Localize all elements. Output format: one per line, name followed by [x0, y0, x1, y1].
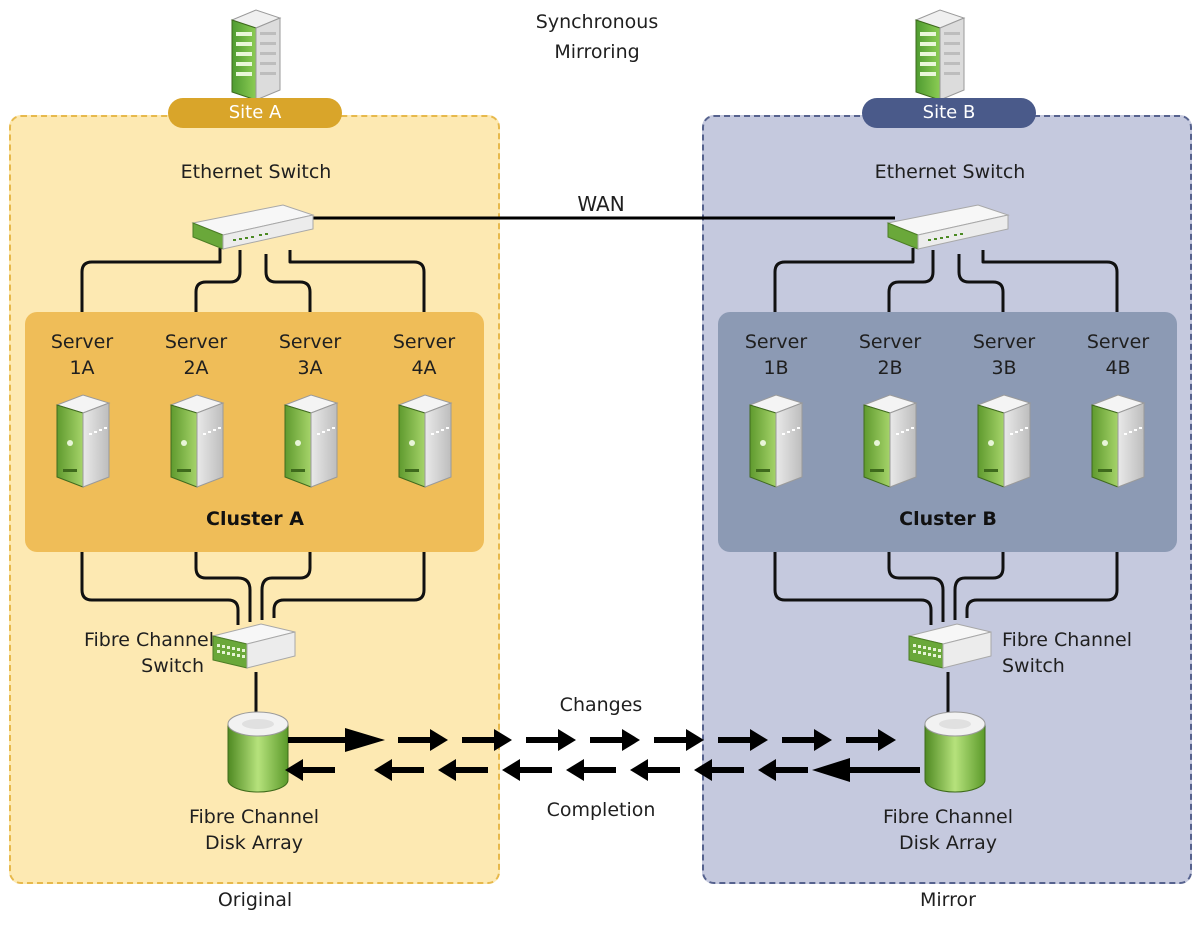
server-tower-icon: [1091, 394, 1145, 488]
arrow-left-icon: [285, 759, 335, 781]
ethernet-switch-icon: [192, 204, 314, 250]
site-b-label: Site B: [862, 98, 1036, 128]
site-a-disk-array-label-2: Disk Array: [204, 832, 304, 854]
site-b-ethernet-cables: [773, 248, 1119, 312]
disk-array-icon: [227, 711, 289, 793]
disk-array-icon: [924, 711, 986, 793]
server-tower-icon: [863, 394, 917, 488]
diagram-title-line-2: Mirroring: [554, 41, 640, 63]
site-a-fc-switch-label-1: Fibre Channel: [83, 629, 214, 651]
arrow-left-icon: [566, 759, 616, 781]
server-3a-label: Server: [278, 331, 342, 353]
site-b-fc-switch-label-2: Switch: [1002, 655, 1065, 677]
building-icon: [915, 9, 965, 101]
server-tower-icon: [398, 394, 452, 488]
server-tower-icon: [56, 394, 110, 488]
server-2a-id: 2A: [183, 357, 209, 379]
server-tower-icon: [284, 394, 338, 488]
site-a-ethernet-cables: [80, 248, 426, 312]
mirror-caption: Mirror: [920, 889, 976, 911]
arrow-right-icon: [526, 729, 576, 751]
site-a-fc-switch-label-2: Switch: [141, 655, 204, 677]
site-a-label: Site A: [168, 98, 342, 128]
server-2b-id: 2B: [877, 357, 903, 379]
site-a-ethernet-switch-label: Ethernet Switch: [180, 161, 332, 183]
site-b-disk-array-label-2: Disk Array: [898, 832, 998, 854]
server-3a-id: 3A: [297, 357, 323, 379]
diagram-title-line-1: Synchronous: [535, 11, 659, 33]
server-3b-label: Server: [972, 331, 1036, 353]
server-2b-label: Server: [858, 331, 922, 353]
site-a-disk-array-label-1: Fibre Channel: [188, 806, 319, 828]
arrow-left-icon: [758, 759, 808, 781]
arrow-right-icon: [462, 729, 512, 751]
site-b-disk-array-label-1: Fibre Channel: [882, 806, 1013, 828]
server-1b-label: Server: [744, 331, 808, 353]
server-4b-id: 4B: [1105, 357, 1131, 379]
completion-arrows: [285, 758, 920, 782]
server-4a-id: 4A: [411, 357, 437, 379]
server-4a-label: Server: [392, 331, 456, 353]
building-icon: [231, 9, 281, 101]
arrow-left-icon: [694, 759, 744, 781]
cluster-a-label: Cluster A: [206, 508, 304, 530]
completion-label: Completion: [546, 799, 656, 821]
server-1a-id: 1A: [69, 357, 95, 379]
arrow-left-icon: [630, 759, 680, 781]
site-b-ethernet-switch-label: Ethernet Switch: [874, 161, 1026, 183]
site-b-fc-switch-label-1: Fibre Channel: [1002, 629, 1133, 651]
server-2a-label: Server: [164, 331, 228, 353]
ethernet-switch-icon: [887, 204, 1009, 250]
server-tower-icon: [170, 394, 224, 488]
original-caption: Original: [217, 889, 293, 911]
arrow-left-icon: [438, 759, 488, 781]
arrow-right-icon: [590, 729, 640, 751]
arrow-left-icon: [502, 759, 552, 781]
site-a-fc-cables: [80, 552, 426, 715]
site-b-fc-cables: [773, 552, 1119, 715]
server-tower-icon: [977, 394, 1031, 488]
server-tower-icon: [749, 394, 803, 488]
server-4b-label: Server: [1086, 331, 1150, 353]
server-1b-id: 1B: [763, 357, 789, 379]
arrow-right-icon: [782, 729, 832, 751]
changes-label: Changes: [559, 694, 643, 716]
server-1a-label: Server: [50, 331, 114, 353]
cluster-b-label: Cluster B: [899, 508, 997, 530]
server-3b-id: 3B: [991, 357, 1017, 379]
fc-switch-icon: [212, 623, 296, 669]
wan-label: WAN: [577, 192, 625, 216]
arrow-right-icon: [654, 729, 704, 751]
arrow-right-icon: [718, 729, 768, 751]
changes-arrows: [288, 728, 896, 752]
arrow-right-icon: [398, 729, 448, 751]
arrow-left-icon: [374, 759, 424, 781]
arrow-right-icon: [846, 729, 896, 751]
fc-switch-icon: [908, 623, 992, 669]
